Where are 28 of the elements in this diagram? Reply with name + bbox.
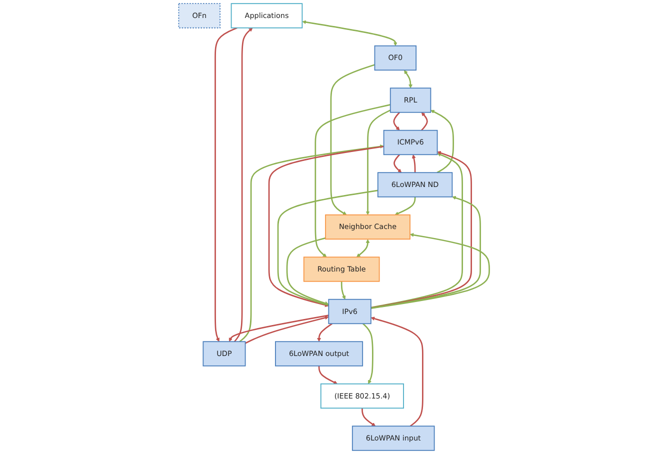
- arrow: [228, 314, 329, 342]
- arrow: [430, 110, 454, 174]
- arrow: [234, 28, 253, 342]
- arrow: [362, 408, 376, 426]
- arrow: [317, 323, 332, 342]
- arrow: [239, 144, 384, 342]
- arrow: [356, 239, 370, 258]
- arrow: [421, 112, 428, 131]
- connector: [277, 190, 378, 306]
- arrow: [370, 196, 481, 309]
- arrow: [245, 316, 329, 344]
- arrow: [394, 154, 402, 173]
- arrow: [370, 233, 490, 309]
- arrow: [370, 316, 424, 427]
- arrow: [214, 27, 238, 342]
- arrow: [302, 20, 398, 46]
- arrow: [362, 323, 374, 384]
- arrow: [318, 366, 338, 384]
- arrow: [330, 64, 375, 216]
- arrow: [340, 281, 346, 300]
- arrow: [314, 104, 391, 258]
- arrow: [393, 112, 400, 131]
- arrow: [404, 70, 413, 88]
- arrow: [286, 237, 329, 306]
- arrow: [412, 154, 416, 173]
- arrow: [394, 196, 416, 216]
- arrow: [268, 146, 384, 307]
- arrow: [366, 110, 391, 216]
